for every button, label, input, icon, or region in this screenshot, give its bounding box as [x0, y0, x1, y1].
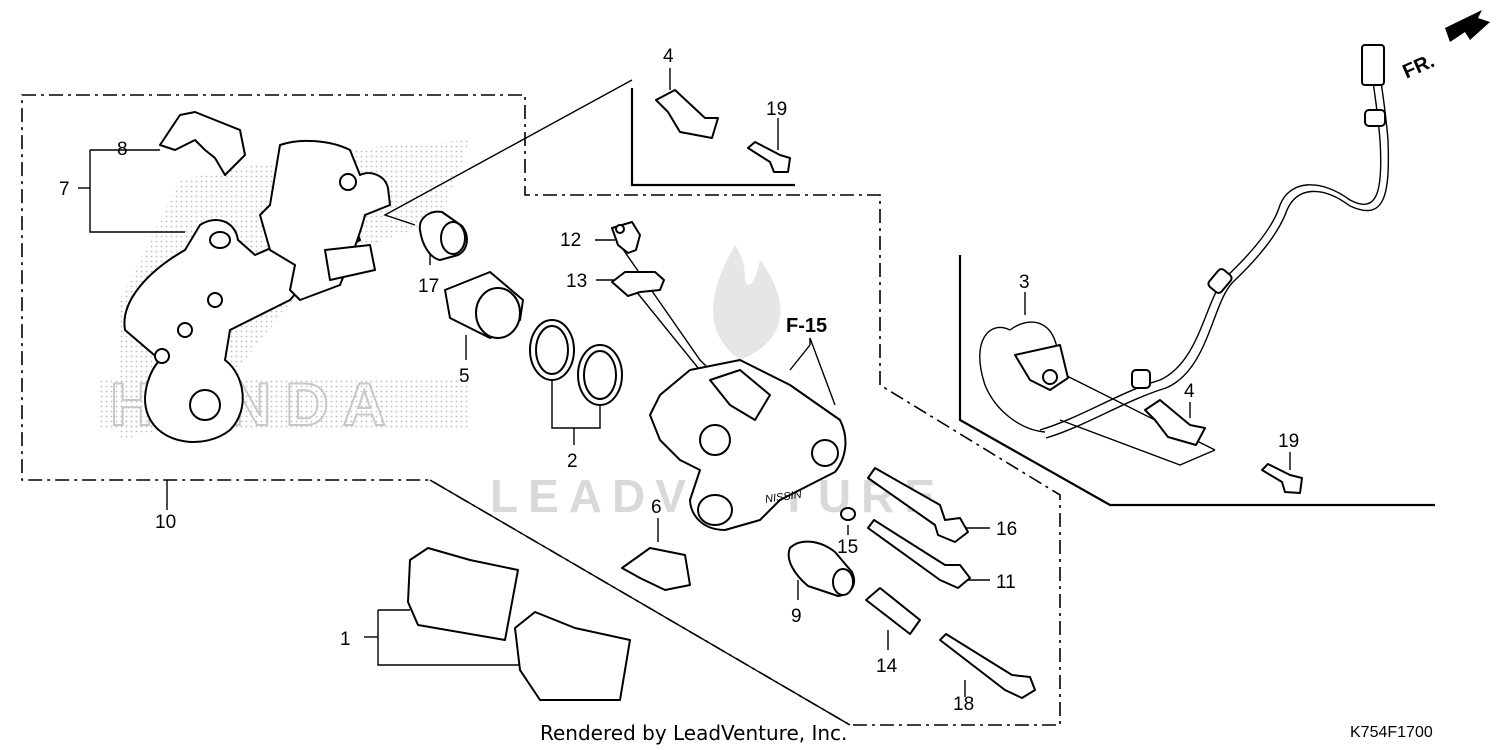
boot-9 — [787, 540, 856, 597]
pad-1 — [407, 547, 631, 701]
rendered-by-credit: Rendered by LeadVenture, Inc. — [540, 721, 847, 745]
seals-2 — [529, 319, 623, 406]
bleeder-cap-13 — [611, 271, 665, 297]
label-16: 16 — [996, 519, 1017, 540]
bolt-19-top — [747, 141, 791, 173]
sensor-kit-bracket — [958, 255, 1435, 507]
pin-11 — [867, 519, 971, 589]
label-1: 1 — [340, 629, 351, 650]
clip-4-right — [1144, 399, 1206, 446]
label-19-right: 19 — [1278, 431, 1299, 452]
sensor-cable — [1039, 44, 1390, 439]
label-11: 11 — [996, 572, 1016, 593]
label-9: 9 — [791, 606, 802, 627]
label-7: 7 — [59, 179, 70, 200]
clip-4-top — [655, 89, 719, 139]
caliper-body: NISSIN — [649, 359, 847, 531]
front-direction-marker: FR. — [1399, 10, 1490, 83]
front-marker-text: FR. — [1399, 50, 1437, 83]
label-4-top: 4 — [663, 46, 674, 67]
label-4-right: 4 — [1184, 381, 1195, 402]
pad-retainer-6 — [621, 547, 691, 591]
label-6: 6 — [651, 497, 662, 518]
label-12: 12 — [560, 230, 581, 251]
label-18: 18 — [953, 694, 974, 715]
caliper-assembly-frame — [21, 94, 1061, 726]
reference-label: F-15 — [786, 315, 827, 337]
pad-spring-8 — [159, 111, 246, 176]
bolt-19-right — [1261, 463, 1303, 494]
clip-kit-bracket — [630, 88, 795, 187]
label-13: 13 — [566, 271, 587, 292]
label-3: 3 — [1019, 272, 1030, 293]
sleeve-14 — [865, 587, 921, 635]
label-2: 2 — [567, 451, 578, 472]
pin-16 — [867, 467, 969, 543]
piston-5 — [444, 271, 524, 339]
label-10: 10 — [155, 512, 176, 533]
sensor-3 — [979, 321, 1069, 433]
label-15: 15 — [837, 537, 858, 558]
caliper-logo-text: NISSIN — [764, 489, 802, 506]
caliper-bracket-10 — [259, 139, 391, 301]
part-number-labels: 1 2 3 4 4 5 6 7 8 9 10 11 12 13 14 15 16… — [59, 46, 1299, 715]
pad-frame-leader — [429, 479, 851, 726]
bleeder-12 — [611, 221, 641, 254]
label-14: 14 — [876, 656, 898, 677]
washer-15 — [840, 507, 856, 521]
bolt-18 — [939, 633, 1036, 699]
label-17: 17 — [418, 276, 439, 297]
boot-17 — [418, 210, 468, 261]
label-19-top: 19 — [766, 99, 787, 120]
diagram-code: K754F1700 — [1350, 724, 1433, 741]
label-5: 5 — [459, 366, 470, 387]
label-8: 8 — [117, 139, 128, 160]
